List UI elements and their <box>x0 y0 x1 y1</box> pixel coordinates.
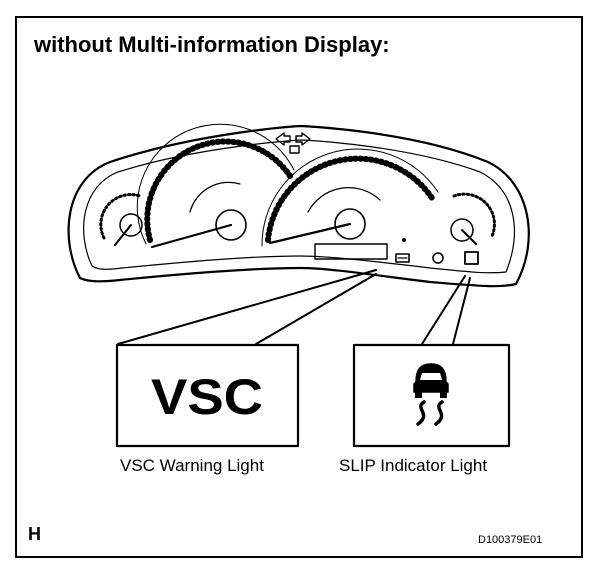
document-code: D100379E01 <box>478 534 543 546</box>
vsc-callout-lines <box>117 269 377 345</box>
odometer-display <box>314 243 388 260</box>
section-letter: H <box>28 524 41 544</box>
figure-title: without Multi-information Display: <box>34 32 390 57</box>
slip-callout-lines <box>421 275 471 345</box>
cluster-dot-indicator <box>402 238 406 242</box>
turn-signal-indicators <box>275 132 311 154</box>
right-small-gauge <box>450 192 496 245</box>
vsc-indicator-location <box>395 253 410 263</box>
cluster-round-indicator <box>432 252 444 264</box>
slip-indicator-light-box <box>352 343 511 448</box>
vsc-warning-light-box <box>115 343 300 448</box>
slip-indicator-light-caption: SLIP Indicator Light <box>339 456 488 475</box>
left-small-gauge <box>99 193 143 246</box>
tachometer-gauge <box>136 123 295 249</box>
cluster-housing-outer <box>67 124 530 288</box>
vsc-warning-light-caption: VSC Warning Light <box>120 456 264 475</box>
vsc-symbol: VSC <box>151 369 263 425</box>
figure-frame <box>15 16 583 558</box>
skid-car-icon <box>413 363 449 426</box>
slip-indicator-location <box>464 251 479 265</box>
speedometer-gauge <box>261 148 439 247</box>
